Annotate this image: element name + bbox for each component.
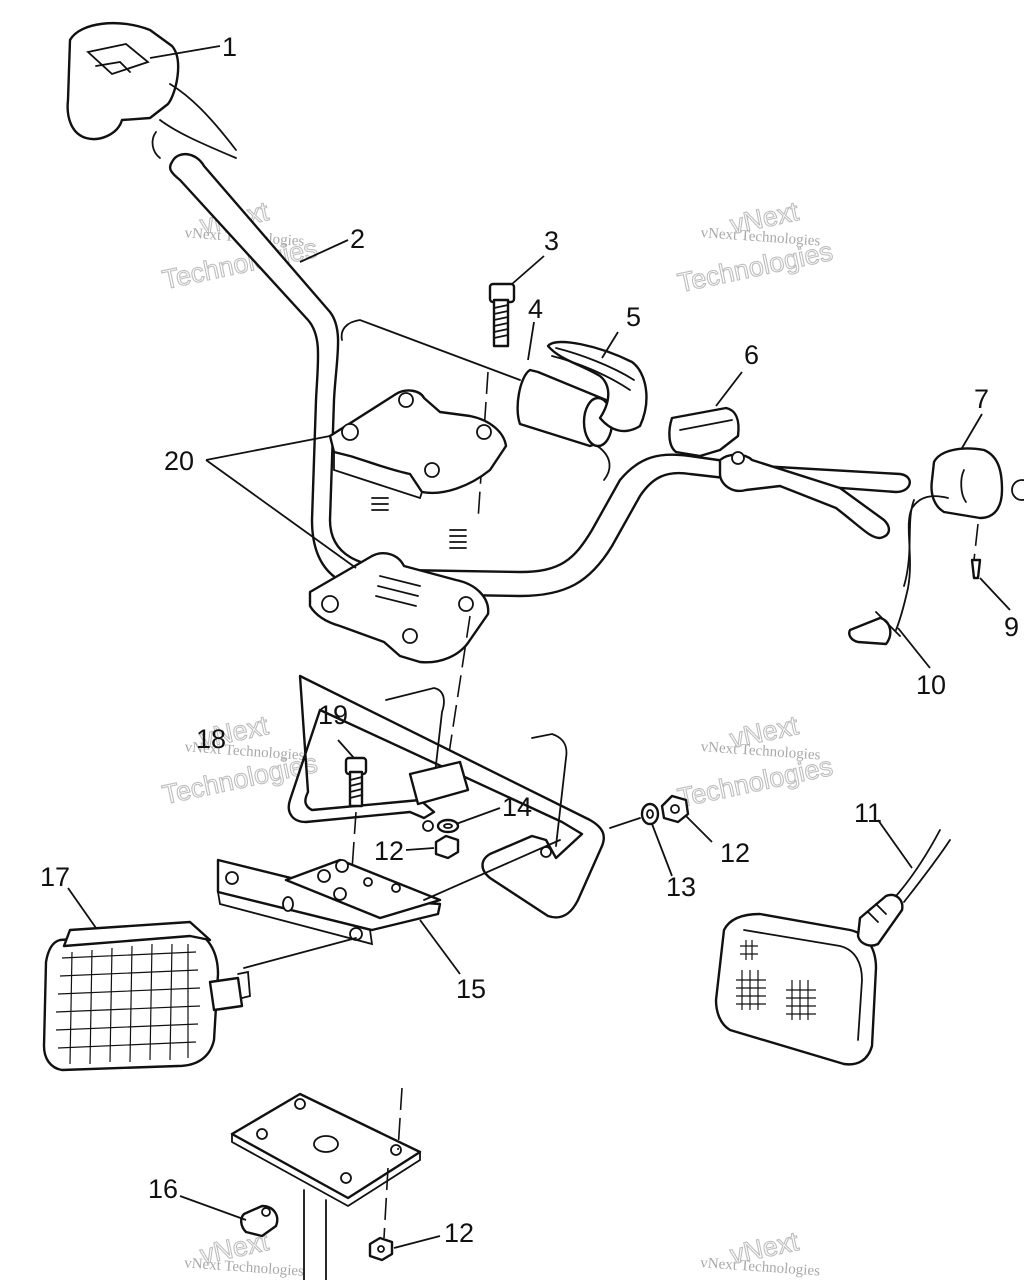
watermark-group-6: vNext vNext Technologies xyxy=(700,1226,821,1280)
callout-19: 19 xyxy=(318,700,348,730)
callout-2: 2 xyxy=(350,224,365,254)
callout-6: 6 xyxy=(744,340,759,370)
bolt-19 xyxy=(344,756,368,871)
headlight-bracket xyxy=(287,674,605,919)
lower-clamp xyxy=(308,552,490,761)
nut-12-bottom xyxy=(368,1236,394,1262)
throttle-housing xyxy=(66,21,237,159)
bottom-mount-plate xyxy=(230,1087,422,1280)
callout-11: 11 xyxy=(854,798,882,828)
callout-12-right: 12 xyxy=(720,838,750,868)
watermark-group-4: vNext Technologies vNext Technologies xyxy=(674,710,836,814)
callout-12-center: 12 xyxy=(374,836,404,866)
callout-3: 3 xyxy=(544,226,559,256)
callout-20: 20 xyxy=(164,446,194,476)
upper-clamp xyxy=(328,389,508,500)
callout-5: 5 xyxy=(626,302,641,332)
callout-1: 1 xyxy=(222,32,237,62)
nut-12-center xyxy=(434,834,460,860)
watermark-group-2: vNext Technologies vNext Technologies xyxy=(674,196,836,299)
switch-housing xyxy=(848,447,1024,646)
callout-17: 17 xyxy=(40,862,70,892)
handlebar xyxy=(168,153,911,598)
callout-9: 9 xyxy=(1004,612,1019,642)
callout-13: 13 xyxy=(666,872,696,902)
callout-18: 18 xyxy=(196,724,226,754)
handlebar-pad xyxy=(516,340,648,448)
light-mount-plate xyxy=(216,839,561,969)
clip-16 xyxy=(240,1204,279,1238)
right-headlight xyxy=(714,829,951,1066)
watermark-small: vNext Technologies xyxy=(184,1255,305,1279)
brake-lever-assembly xyxy=(668,406,891,540)
callout-16: 16 xyxy=(148,1174,178,1204)
callout-7: 7 xyxy=(974,384,989,414)
left-headlight xyxy=(42,920,251,1072)
callout-10: 10 xyxy=(916,670,946,700)
washer-13 xyxy=(609,802,660,829)
callout-15: 15 xyxy=(456,974,486,1004)
callout-4: 4 xyxy=(528,294,543,324)
callout-labels: 1 2 3 4 5 6 7 9 10 11 12 12 12 13 14 15 … xyxy=(40,32,1019,1248)
bolt-3 xyxy=(477,282,516,521)
watermark-small: vNext Technologies xyxy=(700,225,821,249)
callout-leaders xyxy=(67,45,1011,1249)
watermark-group-5: vNext vNext Technologies xyxy=(184,1226,305,1280)
callout-12-bottom: 12 xyxy=(444,1218,474,1248)
callout-14: 14 xyxy=(502,792,532,822)
nut-12-right xyxy=(660,794,690,824)
washer-14 xyxy=(436,818,460,834)
watermark-small: vNext Technologies xyxy=(700,739,821,763)
watermark-small: vNext Technologies xyxy=(700,1255,821,1279)
